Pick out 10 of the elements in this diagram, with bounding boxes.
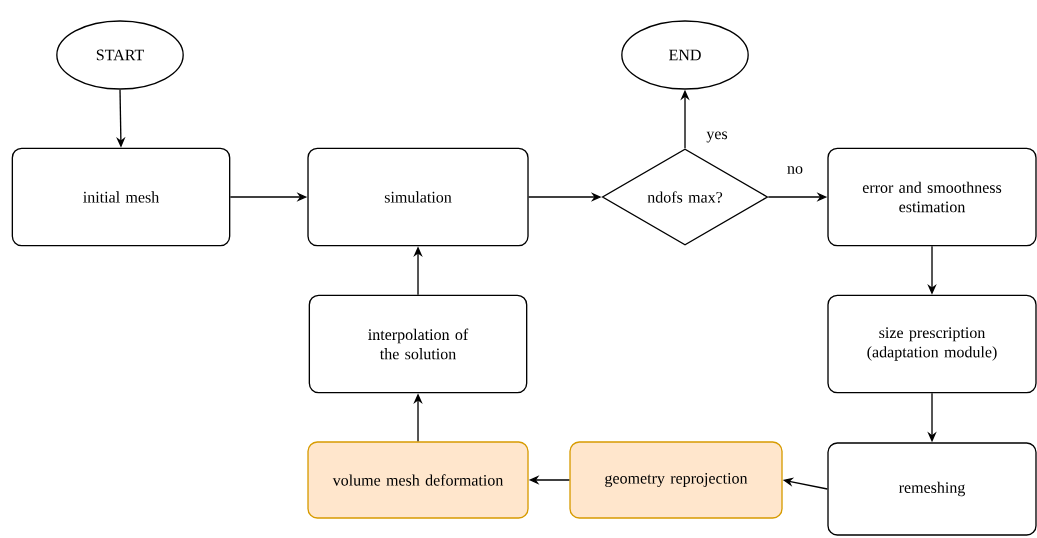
process-box: volume mesh deformation [307, 441, 529, 519]
process-box: size prescription (adaptation module) [827, 294, 1037, 394]
process-box: remeshing [827, 442, 1037, 536]
process-box: simulation [307, 147, 529, 247]
edge-label: yes [705, 130, 729, 144]
process-box: geometry reprojection [569, 441, 783, 519]
edge-label: no [785, 164, 805, 176]
process-box: error and smoothness estimation [827, 147, 1037, 247]
process-box: interpolation of the solution [308, 294, 528, 394]
process-box: initial mesh [11, 147, 231, 247]
